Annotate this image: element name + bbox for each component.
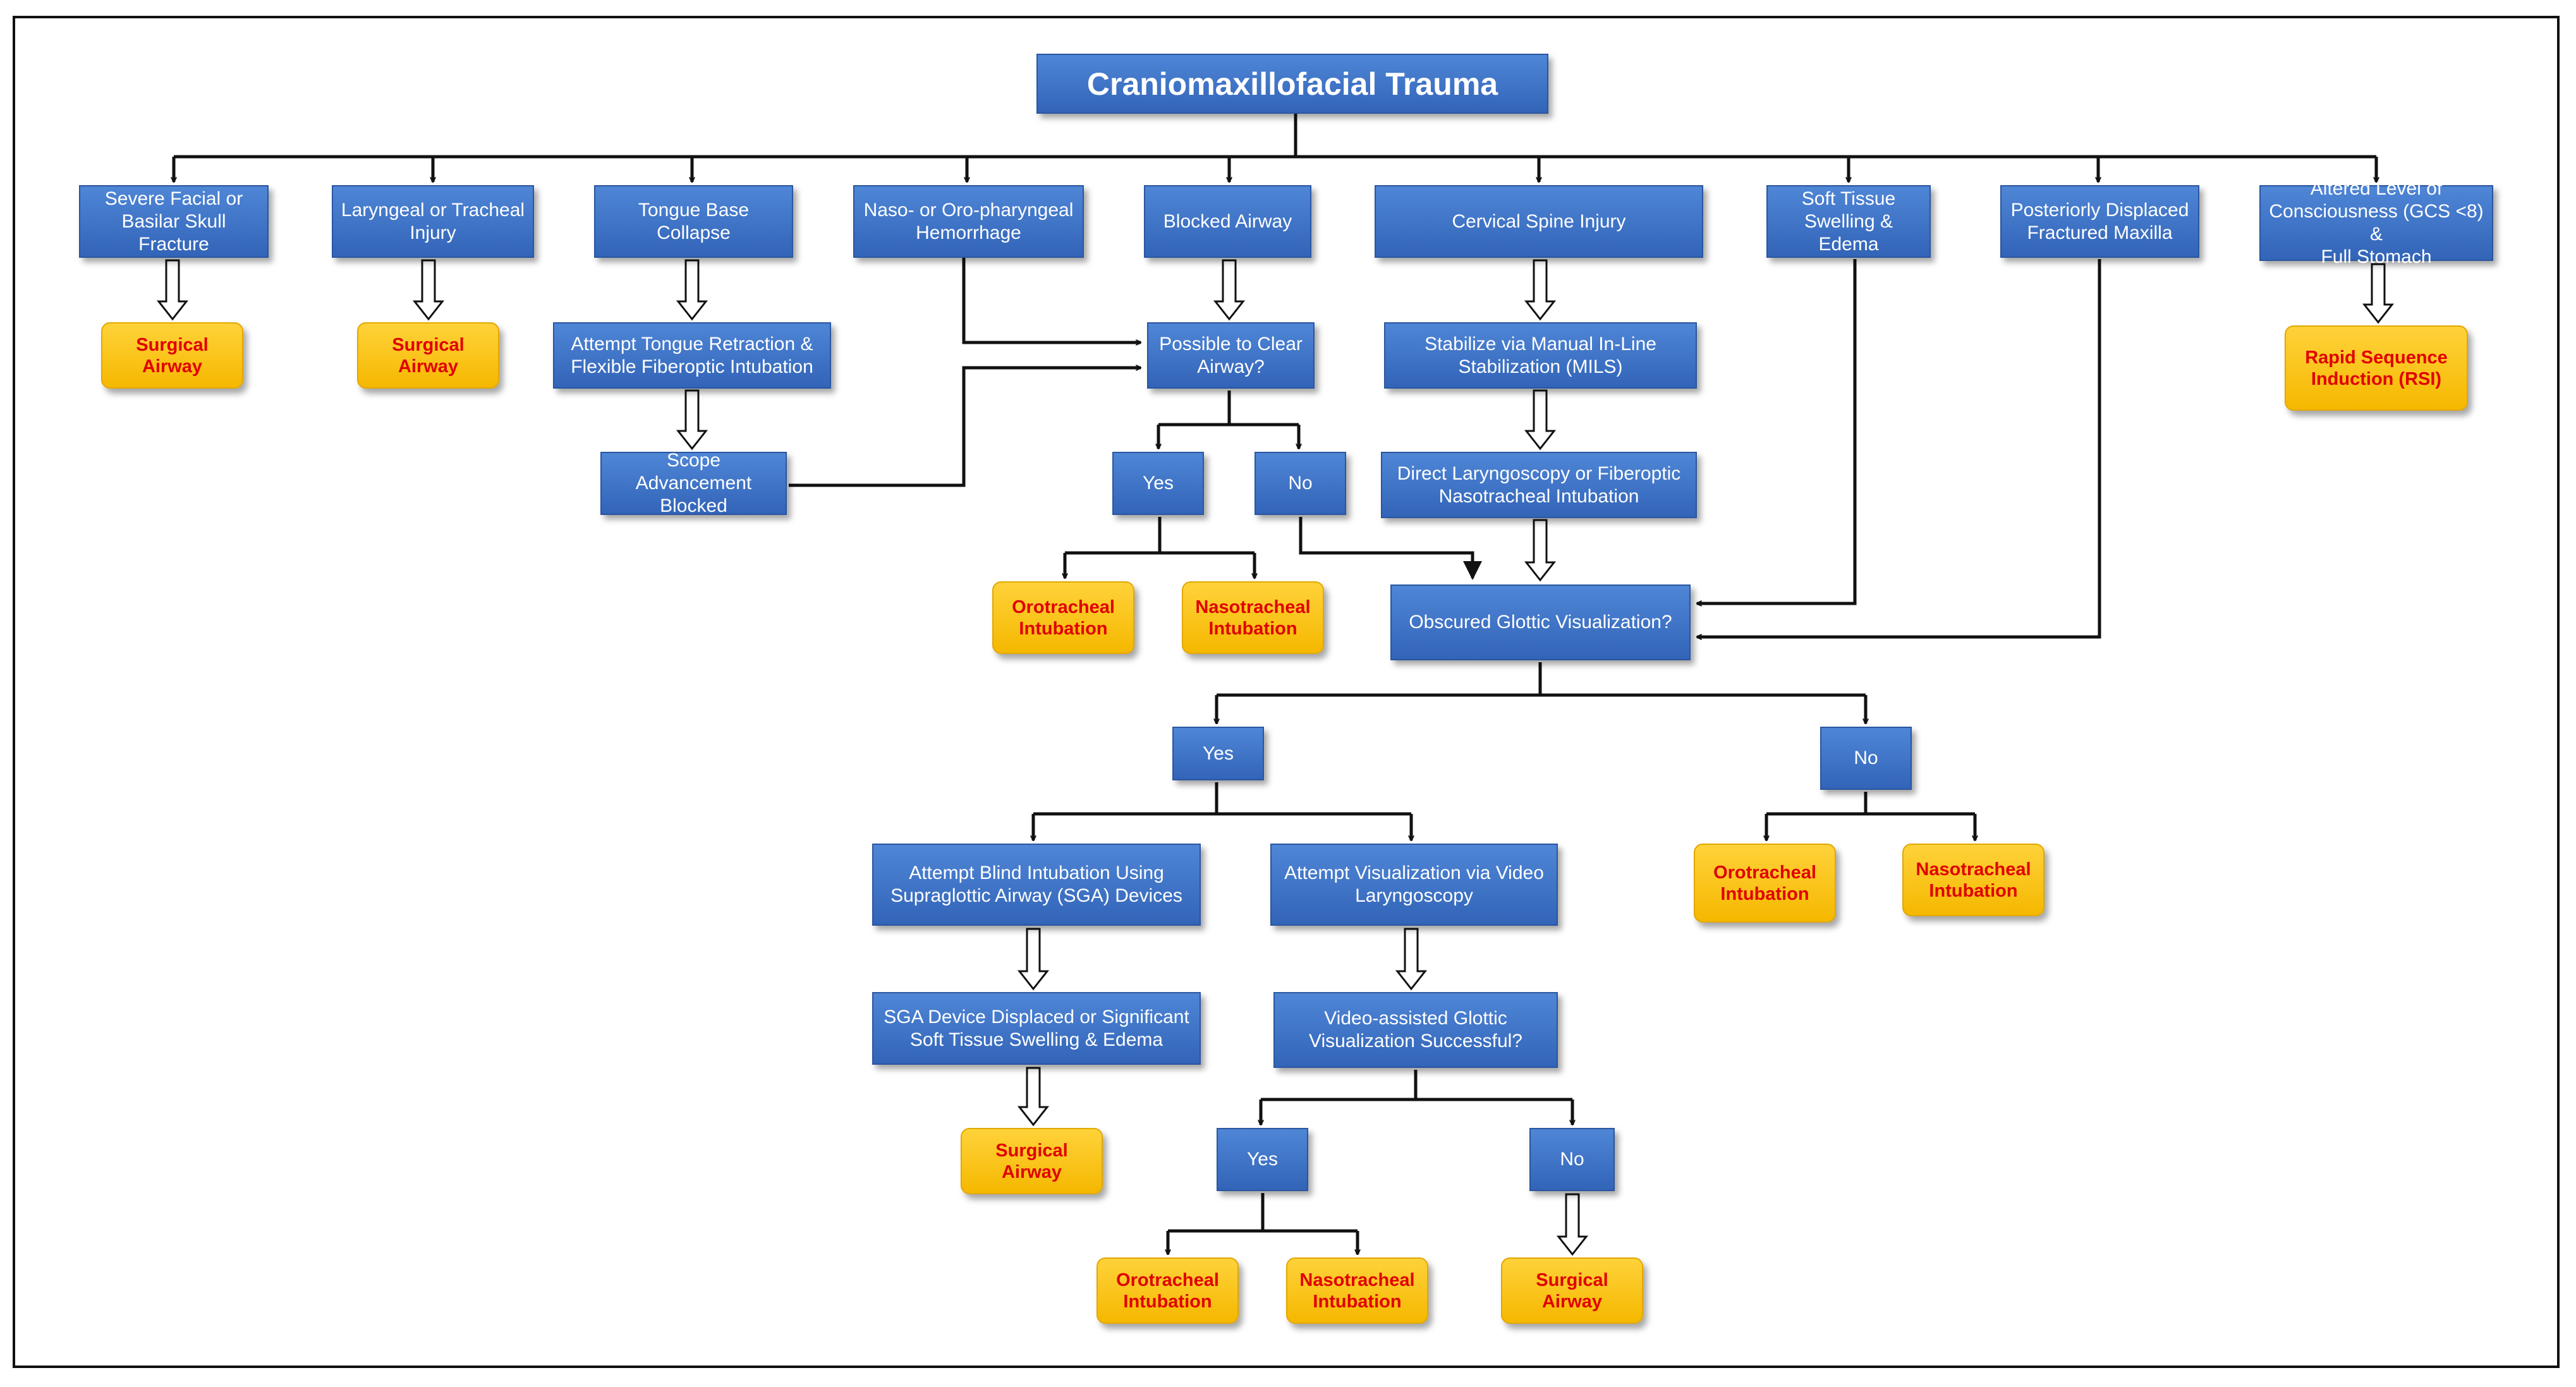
- outcome-surgical-airway-4: Surgical Airway: [1501, 1257, 1643, 1324]
- node-mils-stabilization: Stabilize via Manual In-Line Stabilizati…: [1384, 322, 1697, 389]
- figure-border: [13, 16, 2560, 1368]
- node-attempt-sga-intubation: Attempt Blind Intubation Using Supraglot…: [872, 844, 1201, 926]
- node-altered-consciousness: Altered Level of Consciousness (GCS <8) …: [2259, 178, 2493, 267]
- node-direct-laryngoscopy: Direct Laryngoscopy or Fiberoptic Nasotr…: [1381, 452, 1697, 518]
- block-arrow-sga-to-displaced: [1017, 928, 1050, 991]
- node-severe-facial-fracture: Severe Facial or Basilar Skull Fracture: [79, 185, 269, 258]
- node-yes-2: Yes: [1172, 727, 1264, 780]
- block-arrow-blocked-to-possible: [1213, 259, 1246, 321]
- block-arrow-no3-to-surgical: [1556, 1193, 1589, 1256]
- node-soft-tissue-swelling: Soft Tissue Swelling & Edema: [1766, 185, 1931, 258]
- block-arrow-tongue-to-attempt: [676, 259, 708, 321]
- block-arrow-laryngeal-to-surgical: [412, 259, 445, 321]
- block-arrow-mils-to-direct: [1524, 389, 1557, 451]
- outcome-surgical-airway-3: Surgical Airway: [961, 1128, 1103, 1194]
- block-arrow-cspine-to-mils: [1524, 259, 1557, 321]
- node-pharyngeal-hemorrhage: Naso- or Oro-pharyngeal Hemorrhage: [853, 185, 1084, 258]
- arrow-no1-to-obscured: [1299, 517, 1482, 580]
- node-attempt-tongue-retraction: Attempt Tongue Retraction & Flexible Fib…: [553, 322, 831, 389]
- block-arrow-attempt-to-scope: [676, 389, 708, 451]
- outcome-nasotracheal-2: Nasotracheal Intubation: [1902, 844, 2044, 916]
- node-no-2: No: [1820, 727, 1912, 790]
- arrow-maxilla-to-obscured: [1697, 259, 2101, 637]
- block-arrow-displaced-to-surgical: [1017, 1067, 1050, 1127]
- node-laryngeal-tracheal-injury: Laryngeal or Tracheal Injury: [332, 185, 534, 258]
- outcome-orotracheal-1: Orotracheal Intubation: [992, 581, 1134, 654]
- node-possible-to-clear-airway: Possible to Clear Airway?: [1147, 322, 1315, 389]
- node-obscured-glottic: Obscured Glottic Visualization?: [1390, 584, 1691, 660]
- outcome-orotracheal-2: Orotracheal Intubation: [1694, 844, 1836, 923]
- outcome-surgical-airway-2: Surgical Airway: [357, 322, 499, 389]
- outcome-nasotracheal-3: Nasotracheal Intubation: [1286, 1257, 1428, 1324]
- node-no-3: No: [1529, 1128, 1615, 1191]
- arrow-soft-tissue-to-obscured: [1697, 259, 1857, 603]
- outcome-nasotracheal-1: Nasotracheal Intubation: [1182, 581, 1324, 654]
- node-sga-displaced: SGA Device Displaced or Significant Soft…: [872, 992, 1201, 1065]
- node-video-glottic-success: Video-assisted Glottic Visualization Suc…: [1273, 992, 1558, 1068]
- block-arrow-severe-to-surgical: [156, 259, 189, 321]
- node-yes-3: Yes: [1217, 1128, 1308, 1191]
- node-tongue-base-collapse: Tongue Base Collapse: [594, 185, 793, 258]
- block-arrow-video-to-success: [1395, 928, 1428, 991]
- node-yes-1: Yes: [1112, 452, 1204, 515]
- node-cervical-spine-injury: Cervical Spine Injury: [1375, 185, 1703, 258]
- block-arrow-direct-to-obscured: [1524, 519, 1557, 582]
- outcome-rapid-sequence-induction: Rapid Sequence Induction (RSI): [2285, 325, 2468, 411]
- node-no-1: No: [1255, 452, 1346, 515]
- node-attempt-video-laryngoscopy: Attempt Visualization via Video Laryngos…: [1270, 844, 1558, 926]
- node-scope-advancement-blocked: Scope Advancement Blocked: [600, 450, 787, 516]
- arrow-scope-to-possible: [789, 368, 1141, 487]
- node-displaced-maxilla: Posteriorly Displaced Fractured Maxilla: [2000, 185, 2199, 258]
- outcome-surgical-airway-1: Surgical Airway: [101, 322, 243, 389]
- block-arrow-altered-to-rsi: [2362, 263, 2395, 324]
- title-box: Craniomaxillofacial Trauma: [1036, 54, 1548, 114]
- arrow-hemorrhage-to-possible: [962, 258, 1141, 342]
- outcome-orotracheal-3: Orotracheal Intubation: [1097, 1257, 1239, 1324]
- node-blocked-airway: Blocked Airway: [1144, 185, 1311, 258]
